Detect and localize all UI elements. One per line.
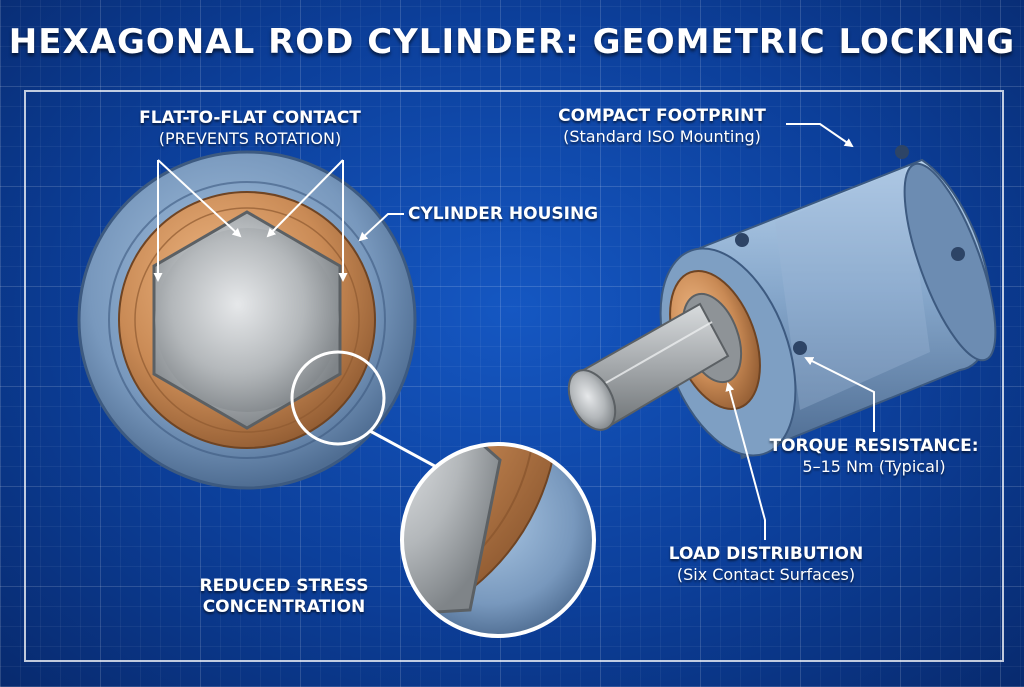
mount-hole-2 [895,145,909,159]
mount-hole-3 [793,341,807,355]
arrow-housing [358,213,404,242]
hex-rod-edge [589,321,713,393]
flat-contact-sub: (PREVENTS ROTATION) [158,128,342,148]
end-view [77,150,417,490]
arrow-flat-top [157,159,242,238]
rear-end-cap [903,162,997,362]
zoom-circle [400,442,596,638]
compact-footprint-label: COMPACT FOOTPRINT (Standard ISO Mounting… [542,106,782,146]
stress-line-1: REDUCED STRESS [199,576,369,596]
housing-heading: CYLINDER HOUSING [408,204,599,224]
stress-concentration-label: REDUCED STRESS CONCENTRATION [176,576,392,617]
page-title: HEXAGONAL ROD CYLINDER: GEOMETRIC LOCKIN… [8,22,1016,62]
magnified-detail [402,444,594,636]
load-distribution-sub: (Six Contact Surfaces) [676,564,856,584]
flat-contact-heading: FLAT-TO-FLAT CONTACT [139,108,361,128]
arrow-torque [804,357,875,432]
stress-line-2: CONCENTRATION [202,596,366,617]
load-distribution-heading: LOAD DISTRIBUTION [668,544,864,564]
housing-inner-edge [108,181,386,459]
hex-rod-tip [567,369,617,431]
compact-footprint-sub: (Standard ISO Mounting) [563,126,761,146]
magnifier-connector [369,429,443,472]
cylinder-3d-view [567,145,997,460]
leader-lines [153,123,875,540]
rod-end-face [155,228,339,412]
mount-hole-4 [951,247,965,261]
torque-resistance-heading: TORQUE RESISTANCE: [769,436,979,456]
torque-resistance-label: TORQUE RESISTANCE: 5–15 Nm (Typical) [766,436,982,476]
body-flat-face [775,168,930,410]
detail-circle [290,350,386,446]
mount-hole-1 [735,233,749,247]
compact-footprint-heading: COMPACT FOOTPRINT [558,106,766,126]
arrow-load [725,382,766,540]
bushing-groove [134,207,360,433]
drawing-frame [24,90,1004,662]
arrow-compact [786,123,854,148]
flat-contact-label: FLAT-TO-FLAT CONTACT (PREVENTS ROTATION) [120,108,380,148]
arrow-flat-topright [266,159,344,238]
torque-resistance-sub: 5–15 Nm (Typical) [802,456,946,476]
load-distribution-label: LOAD DISTRIBUTION (Six Contact Surfaces) [648,544,884,584]
magnifier-callout [290,350,596,638]
housing-label: CYLINDER HOUSING [408,204,598,225]
